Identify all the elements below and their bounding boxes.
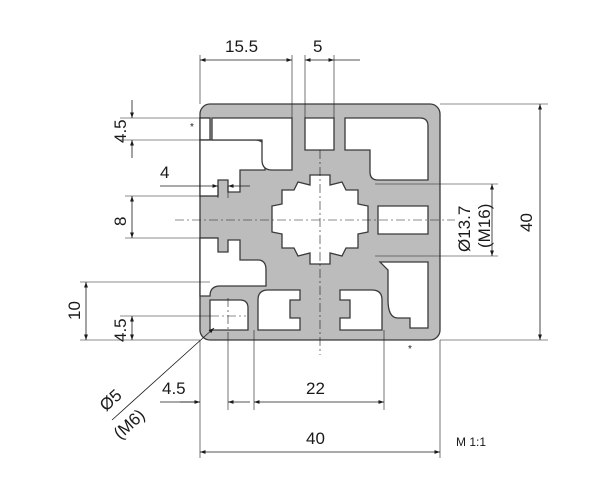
dim-left-top-slot: 4.5 <box>111 119 130 143</box>
dim-bore-thread: (M16) <box>475 204 494 248</box>
dim-left-bottom-outer: 10 <box>65 301 84 320</box>
marker-top-left: * <box>190 122 194 133</box>
dim-bottom-slot-span: 22 <box>306 379 325 398</box>
top-dimension-group: 15.5 5 <box>199 37 360 118</box>
scale-label: M 1:1 <box>456 435 486 449</box>
dim-bottom-width: 40 <box>306 429 325 448</box>
dim-top-right: 5 <box>313 37 322 56</box>
left-dimension-group: 4.5 4 8 10 4.5 <box>65 100 250 342</box>
dim-left-slot: 8 <box>111 217 130 226</box>
dim-left-lip: 4 <box>160 163 169 182</box>
dim-top-left: 15.5 <box>225 37 258 56</box>
dim-bore-diameter: Ø13.7 <box>455 206 474 252</box>
right-dimension-group: Ø13.7 (M16) 40 <box>375 103 548 341</box>
marker-bottom-right: * <box>408 344 412 355</box>
dim-left-bottom-inner: 4.5 <box>111 318 130 342</box>
dim-small-hole-thread: (M6) <box>110 405 149 443</box>
dim-small-hole: Ø5 <box>96 386 126 415</box>
dim-right-height: 40 <box>517 213 536 232</box>
dim-bottom-offset: 4.5 <box>162 379 186 398</box>
bottom-dimension-group: Ø5 (M6) 4.5 22 40 <box>96 327 441 458</box>
